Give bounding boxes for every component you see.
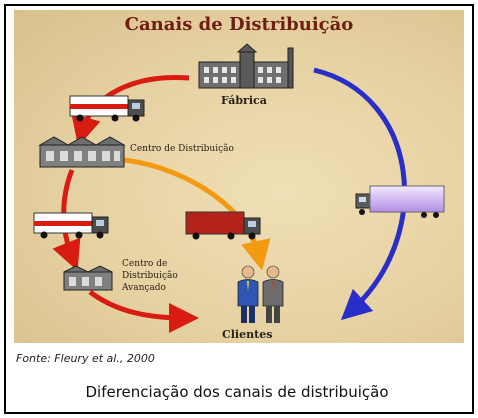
truck-icon: [355, 185, 445, 218]
route-cd-to-clientes-arrow: [123, 157, 271, 271]
people-icon: [237, 265, 284, 323]
centro-distribuicao-label: Centro de Distribuição: [130, 144, 234, 154]
warehouse-icon: [63, 265, 113, 291]
route-fabrica-to-clientes-arrow: [313, 67, 408, 321]
centro-avancado-line: Distribuição: [122, 271, 178, 281]
fabrica-label: Fábrica: [221, 94, 267, 107]
distribution-diagram: Canais de Distribuição Fábrica Centro de…: [14, 10, 464, 343]
centro-avancado-line: Centro de: [122, 259, 168, 269]
truck-icon: [69, 95, 145, 122]
diagram-canvas: [33, 43, 445, 333]
clientes-label: Clientes: [222, 328, 273, 341]
route-fabrica-to-cd-arrow: [71, 75, 190, 147]
route-cd-avancado-to-clientes-arrow: [88, 289, 199, 333]
figure-caption: Diferenciação dos canais de distribuição: [85, 383, 389, 401]
centro-avancado-line: Avançado: [122, 283, 166, 293]
truck-icon: [185, 211, 261, 240]
diagram-title: Canais de Distribuição: [124, 14, 354, 35]
source-note: Fonte: Fleury et al., 2000: [16, 352, 155, 365]
truck-icon: [33, 212, 109, 239]
warehouse-icon: [38, 136, 126, 168]
centro-avancado-label: Centro de Distribuição Avançado: [122, 258, 178, 294]
factory-icon: [198, 43, 294, 89]
